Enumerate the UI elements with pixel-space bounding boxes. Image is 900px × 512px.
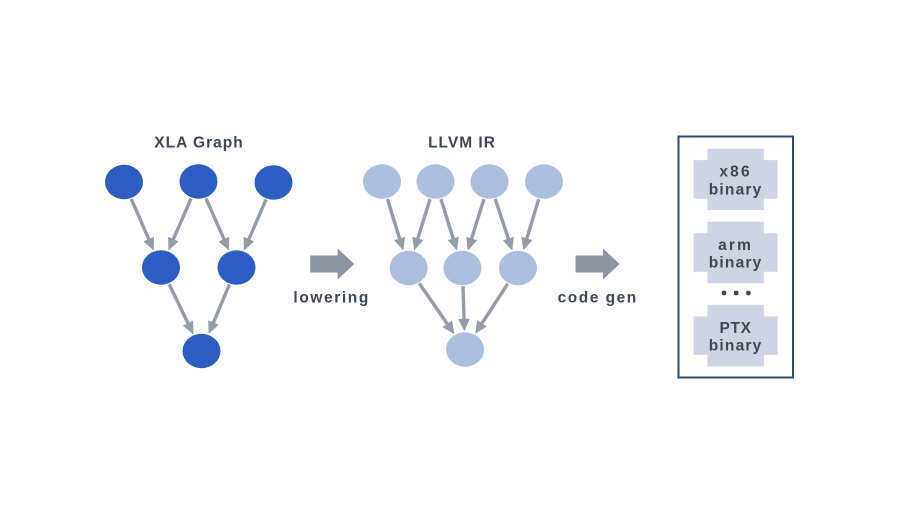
svg-text:LLVM IR: LLVM IR	[428, 135, 496, 152]
svg-text:binary: binary	[709, 255, 763, 272]
svg-text:x86: x86	[719, 164, 751, 181]
svg-text:binary: binary	[709, 338, 763, 355]
svg-text:binary: binary	[709, 181, 763, 198]
svg-text:code gen: code gen	[558, 290, 638, 307]
svg-text:arm: arm	[718, 237, 753, 254]
svg-text:lowering: lowering	[293, 290, 370, 307]
svg-text:PTX: PTX	[719, 320, 751, 337]
svg-text:XLA Graph: XLA Graph	[154, 135, 243, 152]
